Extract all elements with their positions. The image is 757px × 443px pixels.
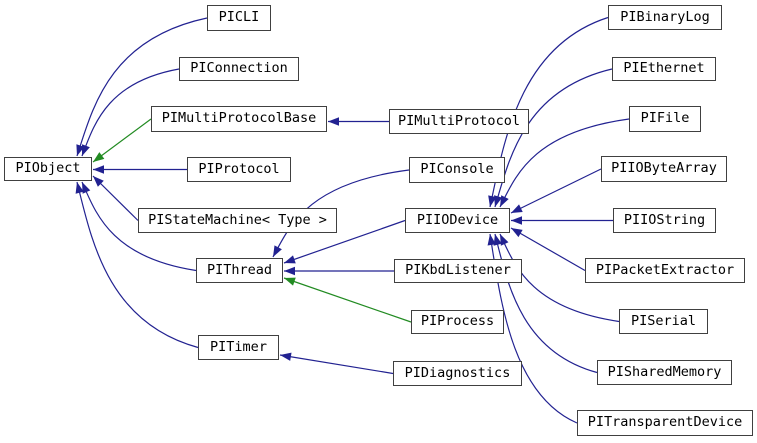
inheritance-edge-piethernet-to-piiodevice (494, 68, 613, 208)
class-node-piprocess[interactable]: PIProcess (411, 310, 504, 334)
class-node-piobject[interactable]: PIObject (4, 157, 92, 181)
class-node-picli[interactable]: PICLI (207, 5, 271, 31)
class-node-pithread[interactable]: PIThread (196, 258, 283, 283)
inheritance-edge-piconsole-to-pithread (272, 169, 410, 258)
inheritance-edge-picli-to-piobject (76, 17, 208, 157)
inheritance-edge-piiobytearray-to-piiodevice (510, 168, 602, 214)
class-node-pifile[interactable]: PIFile (629, 106, 701, 132)
inheritance-arrowhead-icon (284, 255, 296, 264)
inheritance-arrowhead-icon (82, 144, 90, 156)
class-node-piprotocol[interactable]: PIProtocol (187, 157, 291, 182)
inheritance-arrowhead-icon (487, 234, 496, 246)
inheritance-edge-pithread-to-piobject (81, 181, 197, 272)
class-node-pipacketextractor[interactable]: PIPacketExtractor (585, 258, 745, 283)
inheritance-arrowhead-icon (284, 277, 296, 286)
class-node-pibinarylog[interactable]: PIBinaryLog (608, 5, 722, 30)
inheritance-arrowhead-icon (511, 204, 523, 213)
inheritance-arrowhead-icon (75, 182, 84, 194)
inheritance-arrowhead-icon (500, 234, 509, 246)
inheritance-edge-pidiagnostics-to-pitimer (279, 354, 394, 375)
inheritance-arrowhead-icon (284, 266, 295, 276)
inheritance-arrowhead-icon (82, 182, 91, 194)
class-node-pikbdlistener[interactable]: PIKbdListener (394, 259, 522, 283)
inheritance-edge-pifile-to-piiodevice (499, 118, 630, 208)
class-node-piconnection[interactable]: PIConnection (179, 57, 299, 81)
inheritance-edge-piserial-to-piiodevice (499, 233, 620, 323)
inheritance-arrowhead-icon (93, 176, 104, 187)
class-node-piconsole[interactable]: PIConsole (409, 157, 505, 183)
class-node-pidiagnostics[interactable]: PIDiagnostics (393, 361, 522, 386)
class-node-piiobytearray[interactable]: PIIOByteArray (601, 156, 727, 182)
inheritance-arrowhead-icon (273, 245, 282, 257)
inheritance-edge-piiodevice-to-pithread (283, 219, 406, 264)
inheritance-arrowhead-icon (500, 195, 509, 207)
class-node-pisharedmemory[interactable]: PISharedMemory (597, 360, 732, 385)
inheritance-arrowhead-icon (93, 152, 105, 162)
class-node-pitransparentdevice[interactable]: PITransparentDevice (577, 410, 753, 436)
inheritance-arrowhead-icon (280, 352, 292, 361)
inheritance-arrowhead-icon (511, 228, 523, 238)
inheritance-arrowhead-icon (93, 165, 104, 174)
inheritance-arrowhead-icon (328, 117, 339, 126)
inheritance-arrowhead-icon (493, 234, 502, 246)
inheritance-edge-pimultiprotocolbase-to-piobject (92, 118, 152, 163)
inheritance-edge-piprocess-to-pithread (283, 277, 412, 323)
class-node-piethernet[interactable]: PIEthernet (612, 57, 716, 81)
inheritance-edge-piconnection-to-piobject (81, 68, 180, 157)
class-node-piiodevice[interactable]: PIIODevice (405, 208, 510, 233)
inheritance-arrowhead-icon (494, 195, 503, 207)
class-node-piiostring[interactable]: PIIOString (613, 208, 716, 233)
class-node-pistatemachine[interactable]: PIStateMachine< Type > (138, 208, 337, 233)
class-node-pimultiprotocol[interactable]: PIMultiProtocol (389, 109, 529, 134)
inheritance-arrowhead-icon (511, 216, 522, 225)
inheritance-edge-pitimer-to-piobject (76, 181, 199, 349)
class-node-pimultiprotocolbase[interactable]: PIMultiProtocolBase (151, 106, 327, 132)
inheritance-edge-pisharedmemory-to-piiodevice (494, 233, 598, 374)
class-node-piserial[interactable]: PISerial (619, 309, 708, 334)
class-node-pitimer[interactable]: PITimer (198, 335, 279, 360)
inheritance-edge-pipacketextractor-to-piiodevice (510, 227, 586, 272)
